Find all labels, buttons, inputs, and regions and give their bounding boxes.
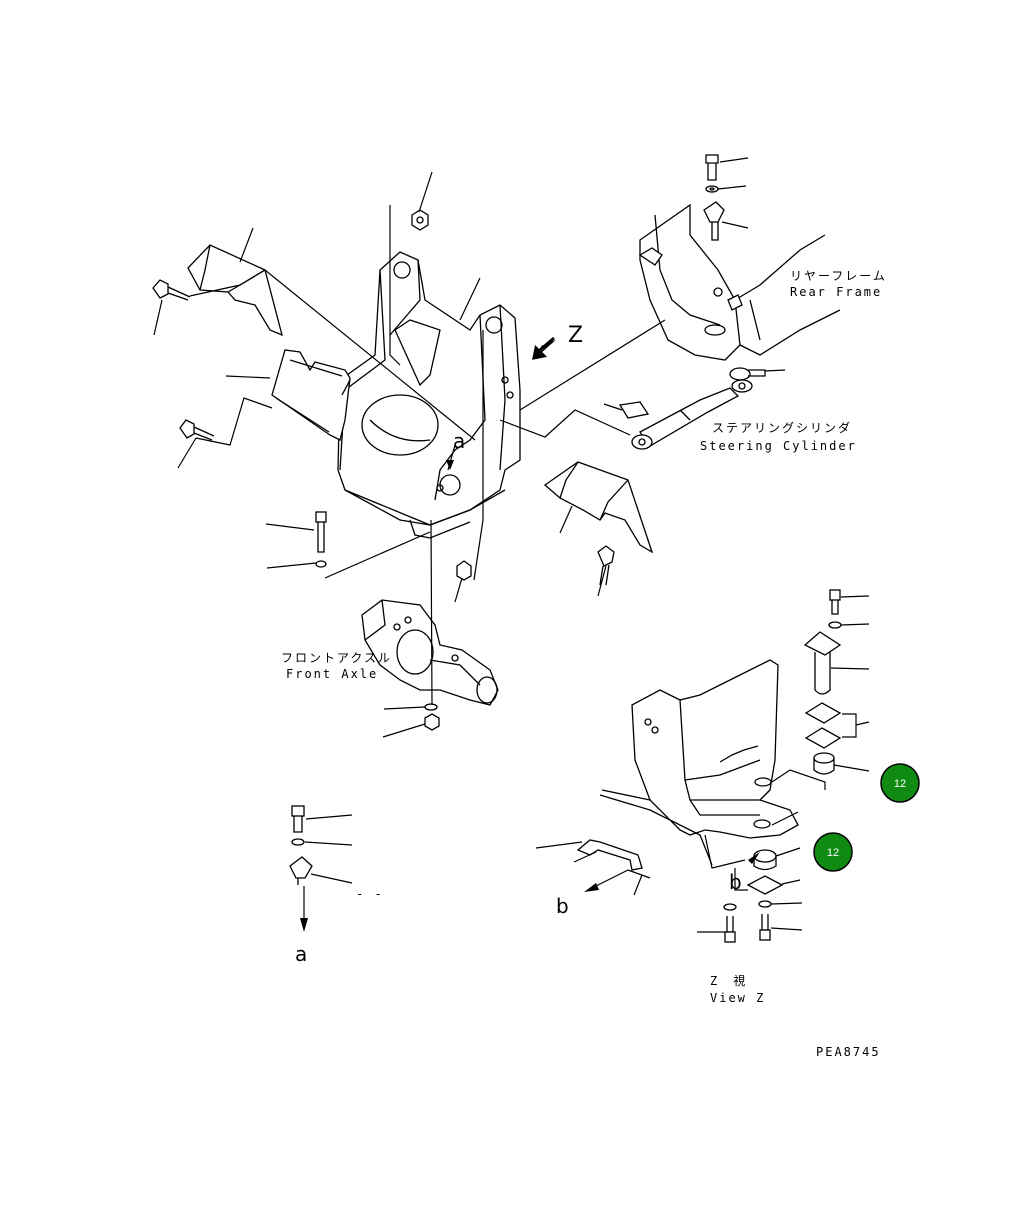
- label-steering-cylinder-jp: ステアリングシリンダ: [712, 420, 852, 435]
- callout-number: 12: [827, 847, 839, 859]
- bolt-detail-a: [289, 805, 313, 885]
- drawing-code: PEA8745: [816, 1045, 881, 1059]
- bushing-viewz-upper: [813, 752, 835, 775]
- washer-axle: [424, 703, 438, 711]
- view-z-frame: [599, 659, 799, 866]
- shims-viewz: [804, 702, 842, 749]
- cover-plate: [271, 349, 351, 441]
- marker-b-left: b: [556, 894, 569, 918]
- front-frame: [337, 251, 521, 539]
- marker-z: Z: [568, 323, 583, 348]
- marker-a-top: a: [453, 429, 465, 453]
- label-view-z-en: View Z: [710, 991, 765, 1005]
- arrow-z-icon: [532, 336, 556, 360]
- rear-pin-lower: [729, 367, 766, 381]
- marker-a-bottom: a: [295, 942, 307, 966]
- washer-rear-top: [705, 185, 719, 193]
- arrow-b-right-icon: [748, 852, 760, 864]
- shaft-viewz: [803, 631, 842, 695]
- pin-plate-rear: [703, 201, 725, 241]
- nut-top: [411, 209, 429, 231]
- marker-dash: - -: [356, 887, 384, 901]
- bolt-frame-lower: [315, 511, 327, 568]
- steering-cylinder: [631, 379, 753, 450]
- bolt-viewz-top: [829, 589, 841, 615]
- front-axle: [361, 599, 499, 706]
- marker-b-right: b: [729, 870, 742, 894]
- callout-badge-12-lower[interactable]: 12: [813, 832, 853, 872]
- plate-viewz-lower: [746, 875, 784, 895]
- bolt-left-lower: [179, 419, 215, 441]
- rear-frame: [638, 203, 841, 361]
- stopper-left: [187, 244, 283, 337]
- label-view-z-jp: Z 視: [710, 973, 747, 988]
- cylinder-pin-plate: [618, 401, 650, 419]
- washer-viewz-top: [828, 621, 842, 629]
- arrow-b-left-icon: [584, 869, 629, 892]
- bushing-viewz-lower: [753, 849, 777, 871]
- label-rear-frame-jp: リヤーフレーム: [790, 269, 887, 283]
- arrow-a-top-icon: [446, 460, 454, 470]
- bolts-viewz-lower: [724, 914, 771, 943]
- nut-axle: [424, 713, 440, 731]
- label-front-axle-jp: フロントアクスル: [281, 651, 392, 665]
- callout-number: 12: [894, 778, 906, 790]
- nut-frame-lower: [456, 560, 472, 581]
- bolt-right-stopper: [597, 545, 615, 586]
- callout-badge-12-upper[interactable]: 12: [880, 763, 920, 803]
- arrow-a-down-icon: [300, 886, 308, 932]
- lever-b: [576, 839, 651, 879]
- stopper-right: [543, 461, 654, 554]
- bolt-rear-top: [705, 154, 719, 181]
- washers-viewz-lower: [723, 900, 772, 911]
- label-rear-frame-en: Rear Frame: [790, 285, 882, 299]
- bolt-left-upper: [152, 279, 191, 301]
- label-steering-cylinder-en: Steering Cylinder: [700, 439, 857, 453]
- label-front-axle-en: Front Axle: [286, 667, 378, 681]
